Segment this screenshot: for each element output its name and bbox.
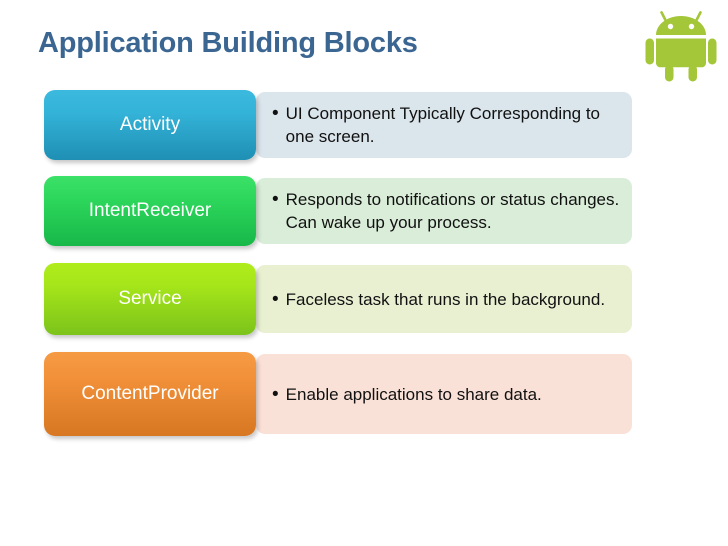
- bullet-icon: •: [272, 383, 279, 405]
- block-description-panel-activity: • UI Component Typically Corresponding t…: [256, 92, 632, 158]
- building-block-row: Activity • UI Component Typically Corres…: [44, 90, 632, 160]
- android-robot-logo: [644, 2, 718, 82]
- bullet-icon: •: [272, 288, 279, 310]
- block-description-text: Responds to notifications or status chan…: [285, 190, 620, 232]
- block-description-text: Faceless task that runs in the backgroun…: [285, 289, 606, 309]
- block-label-service[interactable]: Service: [44, 263, 256, 335]
- block-label-text: Service: [118, 287, 182, 309]
- block-label-activity[interactable]: Activity: [44, 90, 256, 160]
- block-description-panel-service: • Faceless task that runs in the backgro…: [256, 265, 632, 333]
- bullet-icon: •: [272, 189, 279, 210]
- page-title: Application Building Blocks: [38, 27, 418, 59]
- block-description-text: UI Component Typically Corresponding to …: [285, 104, 601, 146]
- building-block-row: ContentProvider • Enable applications to…: [44, 352, 632, 436]
- block-description-panel-contentprovider: • Enable applications to share data.: [256, 354, 632, 434]
- block-label-text: ContentProvider: [81, 382, 219, 404]
- building-block-row: Service • Faceless task that runs in the…: [44, 263, 632, 335]
- block-description-text: Enable applications to share data.: [285, 384, 542, 404]
- block-label-text: IntentReceiver: [88, 199, 212, 221]
- block-label-intentreceiver[interactable]: IntentReceiver: [44, 176, 256, 246]
- block-description-panel-intentreceiver: • Responds to notifications or status ch…: [256, 178, 632, 244]
- block-label-contentprovider[interactable]: ContentProvider: [44, 352, 256, 436]
- block-label-text: Activity: [119, 113, 181, 135]
- bullet-icon: •: [272, 103, 279, 124]
- building-block-row: IntentReceiver • Responds to notificatio…: [44, 176, 632, 246]
